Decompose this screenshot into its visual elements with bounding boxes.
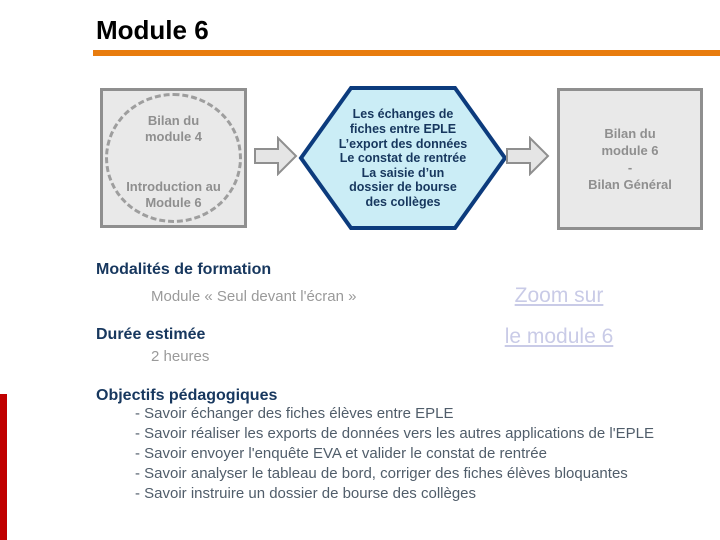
- right-block-arrow-icon: [506, 136, 550, 176]
- title-underline-bar: [93, 50, 720, 56]
- objective-item: - Savoir échanger des fiches élèves entr…: [135, 405, 454, 422]
- modalites-detail: Module « Seul devant l'écran »: [151, 288, 357, 305]
- objective-item: - Savoir analyser le tableau de bord, co…: [135, 465, 628, 482]
- right-block-arrow-icon: [254, 136, 298, 176]
- prev-module-box: Bilan du module 4 Introduction au Module…: [100, 88, 247, 228]
- duree-detail: 2 heures: [151, 348, 210, 365]
- page-title: Module 6: [96, 15, 209, 45]
- le-module-6-link[interactable]: le module 6: [504, 325, 614, 348]
- objective-item: - Savoir réaliser les exports de données…: [135, 425, 654, 442]
- objectifs-heading: Objectifs pédagogiques: [96, 387, 278, 404]
- duree-heading: Durée estimée: [96, 326, 206, 343]
- objectives-list: - Savoir échanger des fiches élèves entr…: [125, 404, 681, 504]
- zoom-sur-link[interactable]: Zoom sur: [514, 284, 604, 307]
- next-box-text: Bilan du module 6 - Bilan Général: [588, 126, 672, 192]
- objective-item: - Savoir envoyer l'enquête EVA et valide…: [135, 445, 547, 462]
- hexagon-shape: [298, 86, 508, 230]
- left-edge-red-bar: [0, 394, 7, 540]
- prev-box-top-text: Bilan du module 4: [144, 113, 203, 144]
- objective-item: - Savoir instruire un dossier de bourse …: [135, 485, 477, 502]
- dashed-circle-shape: [105, 93, 242, 223]
- next-module-box: Bilan du module 6 - Bilan Général: [557, 88, 703, 230]
- modalites-heading: Modalités de formation: [96, 261, 272, 278]
- hexagon-text: Les échanges de fiches entre EPLE L’expo…: [338, 107, 468, 209]
- prev-box-bottom-text: Introduction au Module 6: [126, 179, 221, 210]
